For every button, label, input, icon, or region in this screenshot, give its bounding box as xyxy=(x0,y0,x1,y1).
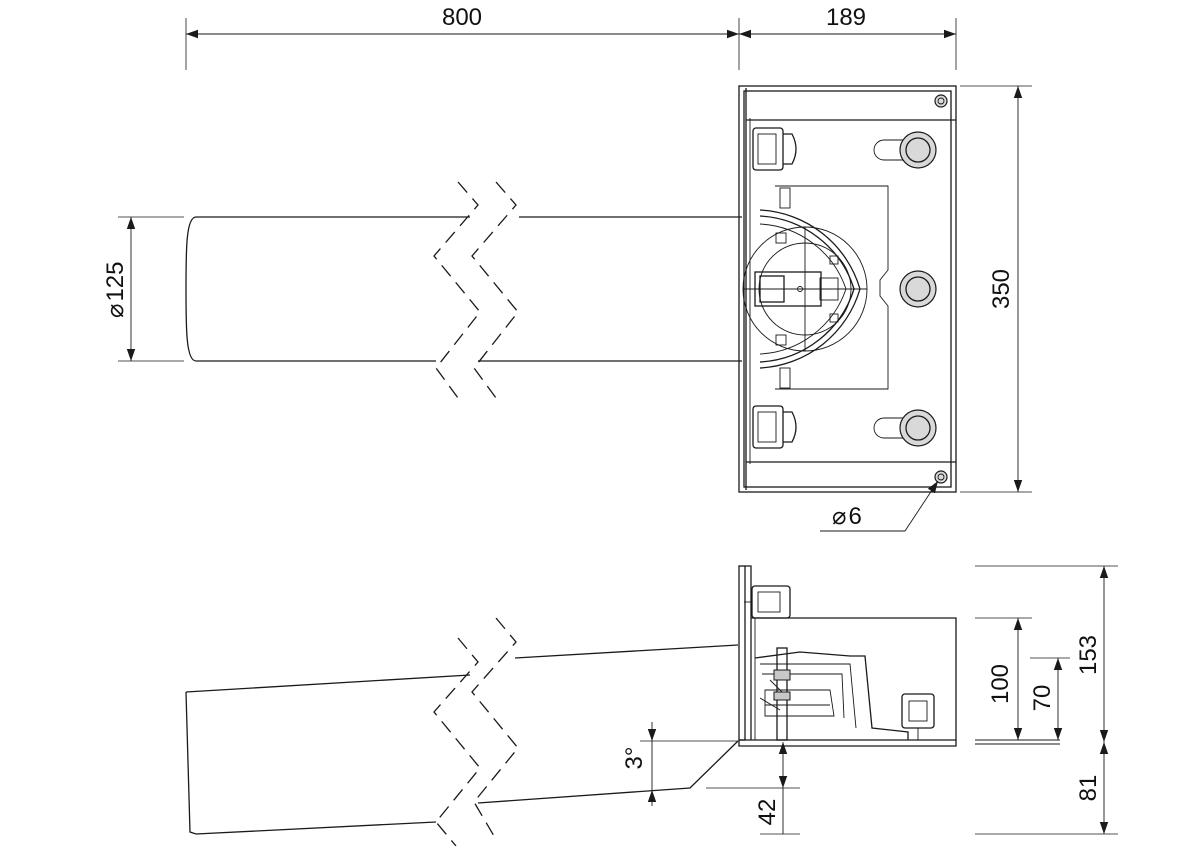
bolt-top xyxy=(873,131,937,169)
clamp-top xyxy=(752,127,797,171)
top-view: 800 189 ⌀ 125 xyxy=(102,4,1032,532)
box-top xyxy=(738,85,957,493)
box-side xyxy=(738,565,1060,747)
diameter-symbol: ⌀ xyxy=(102,304,129,318)
corner-hole-top xyxy=(934,94,948,108)
dim-153-label: 153 xyxy=(1075,635,1102,675)
dim-6-label: 6 xyxy=(848,503,861,530)
side-view: 153 100 70 81 42 xyxy=(185,565,1118,846)
dimension-hole-diameter: ⌀6 xyxy=(820,480,939,532)
diameter-symbol-small: ⌀ xyxy=(832,503,846,530)
dim-100-label: 100 xyxy=(987,664,1014,704)
dim-125-label: 125 xyxy=(102,262,129,302)
dim-81-label: 81 xyxy=(1075,775,1102,802)
rotary-mechanism xyxy=(742,187,868,389)
dim-angle-label: 3° xyxy=(621,747,648,770)
bolt-middle xyxy=(899,270,937,308)
break-line-side-left xyxy=(433,637,481,846)
svg-text:⌀125: ⌀ 125 xyxy=(102,262,129,319)
svg-text:⌀6: ⌀6 xyxy=(832,503,862,530)
dimension-tube-length: 800 xyxy=(185,4,740,70)
dim-350-label: 350 xyxy=(988,269,1015,309)
break-line-side-right xyxy=(471,617,519,837)
dimension-offset: 42 xyxy=(706,742,800,835)
corner-hole-bottom xyxy=(934,470,948,484)
dim-42-label: 42 xyxy=(754,799,781,826)
tube-side xyxy=(185,617,739,846)
break-line-left xyxy=(433,181,481,399)
bolt-bottom xyxy=(873,409,937,447)
dimension-tube-diameter: ⌀ 125 xyxy=(102,216,184,362)
dimension-angle: 3° xyxy=(621,722,738,806)
clamp-bottom xyxy=(752,405,797,449)
dimension-total-height: 153 xyxy=(975,565,1118,742)
side-nut xyxy=(901,693,935,729)
dimension-box-depth: 100 xyxy=(975,617,1032,740)
dim-800-label: 800 xyxy=(442,4,482,31)
dim-70-label: 70 xyxy=(1029,685,1056,712)
dimension-below-floor: 81 xyxy=(975,742,1118,835)
tube-top xyxy=(185,181,742,399)
dimension-mount-height: 70 xyxy=(1029,657,1070,740)
dimension-box-width: 189 xyxy=(739,4,957,70)
dim-189-label: 189 xyxy=(826,4,866,31)
break-line-right xyxy=(471,181,519,399)
dimension-box-height: 350 xyxy=(960,85,1032,493)
